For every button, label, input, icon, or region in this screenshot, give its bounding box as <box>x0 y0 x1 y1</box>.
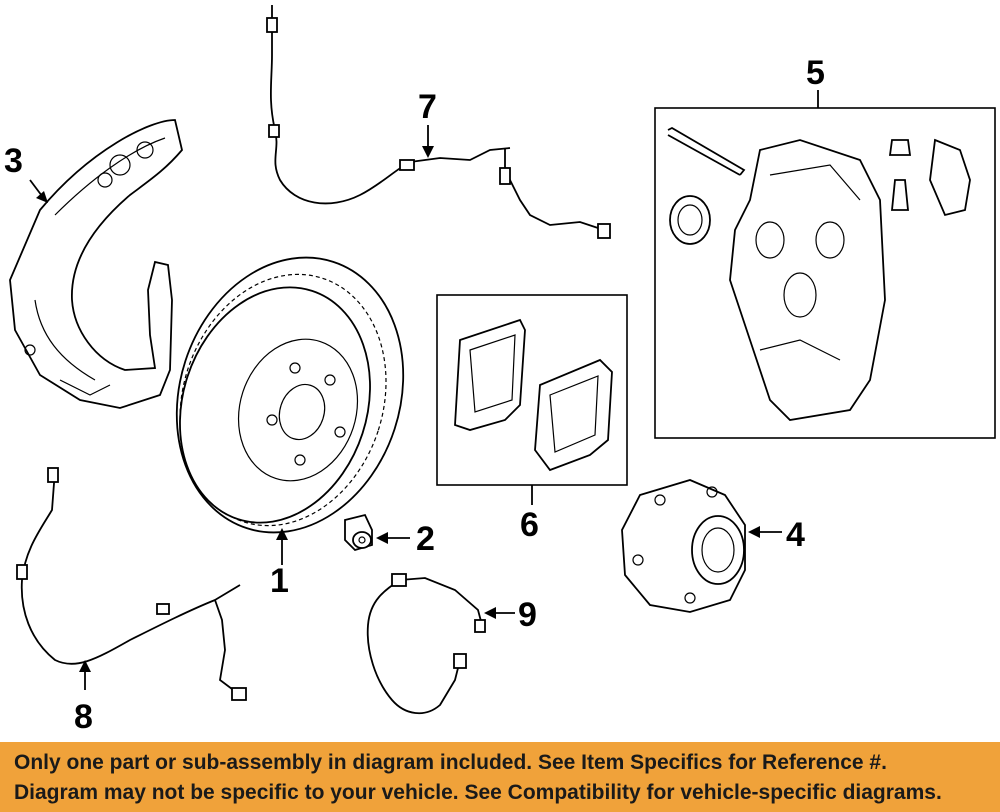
wheel-hub-part-4 <box>621 479 746 613</box>
callout-8: 8 <box>74 698 93 736</box>
disclaimer-line-2: Diagram may not be specific to your vehi… <box>14 781 942 804</box>
callout-6: 6 <box>520 506 539 544</box>
callout-3: 3 <box>4 142 23 180</box>
wear-sensor-part-7 <box>266 5 611 239</box>
arrow-icon <box>276 528 288 540</box>
callout-2: 2 <box>416 520 435 558</box>
callout-7: 7 <box>418 88 437 126</box>
disclaimer-line-1: Only one part or sub-assembly in diagram… <box>14 751 887 774</box>
disclaimer-banner: Only one part or sub-assembly in diagram… <box>0 742 1000 812</box>
brake-pads-part-6 <box>454 318 613 472</box>
dust-shield-part-3 <box>9 119 183 409</box>
sensor-wire-part-9 <box>366 573 486 714</box>
caliper-part-5 <box>667 126 971 421</box>
bolt-part-2 <box>344 513 373 552</box>
arrow-icon <box>422 146 434 158</box>
callout-4: 4 <box>786 516 805 554</box>
parts-diagram: 1 2 3 4 5 6 7 8 9 <box>4 5 996 736</box>
arrow-icon <box>484 607 496 619</box>
brake-rotor-part-1 <box>175 256 405 534</box>
arrow-icon <box>376 532 388 544</box>
arrow-icon <box>36 191 48 203</box>
caliper-group-box <box>654 107 996 439</box>
sensor-wire-part-8 <box>16 467 247 701</box>
callout-5: 5 <box>806 54 825 92</box>
arrow-icon <box>748 526 760 538</box>
arrow-icon <box>79 660 91 672</box>
callout-9: 9 <box>518 596 537 634</box>
callout-1: 1 <box>270 562 289 600</box>
